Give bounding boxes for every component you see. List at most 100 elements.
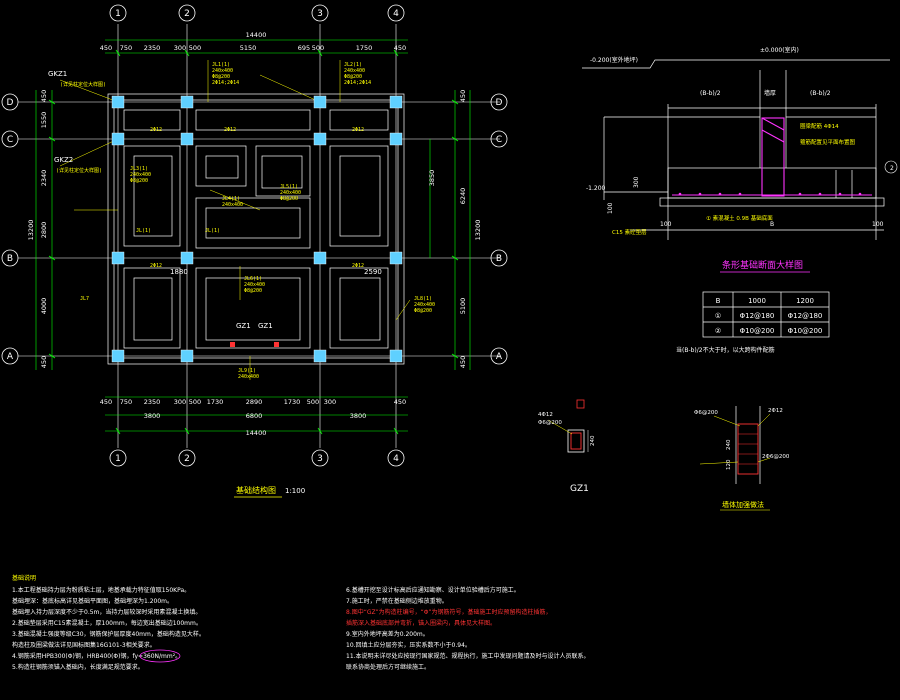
gz1-title: GZ1 [570, 484, 589, 494]
gz1-label-b: GZ1 [258, 322, 273, 330]
foundation-plan: 1 2 3 4 1 2 3 4 D C B A [1, 4, 508, 498]
annot-k2: 2Φ12 [224, 127, 236, 133]
dimension-ticks [48, 49, 459, 435]
axis-label-top-4: 4 [393, 9, 399, 19]
top-dim-9: 1750 [356, 44, 373, 52]
dimension-lines [35, 39, 471, 432]
annot-j1: JL9(1) [238, 368, 256, 374]
section-callout-b: 箍筋配置见平面布置图 [800, 138, 856, 146]
section-label-b: B [770, 221, 774, 228]
plan-scale: 1:100 [285, 487, 305, 495]
wall-dim-a: 240 [726, 439, 732, 450]
note-right-4: 插筋深入基础底部并弯折，锚入圈梁内，具体见大样图。 [346, 619, 496, 627]
gkz2-label: GKZ2 [54, 156, 73, 164]
note-right-7: 11.本说明未详尽处应按现行国家规范、规程执行，施工中发现问题请及时与设计人员联… [346, 652, 590, 660]
gz1-markers [230, 342, 279, 347]
annot-i1: JL8(1) [414, 296, 432, 302]
axis-label-bottom-2: 2 [184, 454, 190, 464]
note-right-3: 8.图中“GZ”为构造柱编号，“Φ”为钢筋符号，基础施工时应预留构造柱插筋， [346, 608, 552, 616]
gz1-dim: 240 [590, 435, 596, 446]
plan-title: 基础结构图 [236, 485, 276, 495]
top-dim-5: 500 [189, 44, 201, 52]
gz1-detail: 4Φ12 Φ6@200 240 GZ1 [538, 399, 596, 494]
annot-g2: 240x400 [244, 282, 265, 288]
bottom-dim-5: 500 [189, 398, 201, 406]
bottom-sub-2: 6800 [246, 412, 263, 420]
foundation-strips [107, 93, 405, 365]
note-revision-cloud [139, 649, 181, 663]
note-left-8: 5.构造柱钢筋须锚入基础内，长度满足规范要求。 [12, 663, 144, 671]
top-dim-4: 300 [174, 44, 186, 52]
axis-label-bottom-4: 4 [393, 454, 399, 464]
bottom-dim-7: 2890 [246, 398, 263, 406]
annot-e3: Φ8@200 [280, 196, 298, 202]
top-dim-7: 695 [298, 44, 310, 52]
annot-b3: Φ8@200 [344, 74, 362, 80]
top-dim-10: 450 [394, 44, 406, 52]
annotation-leaders [59, 60, 411, 380]
section-note-1: ① 素混凝土 0.9B 基础底面 [706, 214, 773, 222]
table-row2-key: ② [715, 327, 721, 335]
wall-detail: Φ6@200 2Φ12 240 120 2Φ6@200 墙体加强做法 [694, 406, 790, 511]
annot-b4: 2Φ14;2Φ14 [344, 80, 371, 86]
note-right-5: 9.室内外地坪高差为0.200m。 [346, 630, 429, 638]
annot-k1: 2Φ12 [150, 127, 162, 133]
note-left-3: 基础埋入持力层深度不少于0.5m，当持力层较深时采用素混凝土换填。 [12, 608, 201, 616]
axis-label-bottom-3: 3 [317, 454, 323, 464]
notes-heading: 基础说明 [12, 574, 36, 582]
axis-label-right-D: D [496, 98, 503, 108]
note-right-6: 10.回填土应分层夯实，压实系数不小于0.94。 [346, 641, 471, 649]
inner-dim-1: 1880 [170, 268, 188, 276]
gz1-label-a: GZ1 [236, 322, 251, 330]
annot-d1: JL4(1) [222, 196, 240, 202]
axis-label-left-C: C [7, 135, 13, 145]
column-markers [111, 95, 403, 363]
note-left-7: 4.钢筋采用HPB300(Φ)钢，HRB400(Φ)钢，fy=360N/mm²。 [12, 652, 181, 660]
table-footnote: 当(B-b)/2不大于时，以大跨构件配筋 [676, 346, 775, 354]
section-dim-300: 300 [633, 176, 640, 188]
annot-k4: 2Φ12 [150, 263, 162, 269]
axis-label-bottom-1: 1 [115, 454, 121, 464]
table-header-b: B [716, 297, 721, 305]
left-dim-1: 450 [40, 90, 48, 102]
axis-bubbles-bottom [109, 449, 405, 467]
right-dim-total: 13200 [474, 220, 482, 241]
note-left-2: 基础埋深：基底标高详见基础平面图，基础埋深为1.200m。 [12, 597, 173, 605]
axis-label-left-A: A [7, 352, 14, 362]
annot-f2: JL(1) [205, 228, 220, 234]
bottom-dim-total: 14400 [246, 429, 267, 437]
annot-e2: 240x400 [280, 190, 301, 196]
annot-a3: Φ8@200 [212, 74, 230, 80]
bottom-sub-3: 3800 [350, 412, 367, 420]
note-left-4: 2.基础垫层采用C15素混凝土，厚100mm，每边宽出基础边100mm。 [12, 619, 202, 627]
wall-rebar-b: 2Φ12 [768, 408, 783, 414]
section-title: 条形基础断面大样图 [722, 259, 803, 271]
top-dim-2: 750 [120, 44, 132, 52]
bottom-dim-9: 500 [307, 398, 319, 406]
bottom-dim-1: 450 [100, 398, 112, 406]
right-dim-2: 3850 [428, 170, 436, 187]
section-wall: 墙厚 [764, 89, 776, 97]
table-row2-c1: Φ10@200 [740, 327, 775, 335]
wall-note: 2Φ6@200 [762, 454, 790, 460]
annot-a4: 2Φ14;2Φ14 [212, 80, 239, 86]
right-dim-4: 5100 [459, 298, 467, 315]
right-dim-3: 6240 [459, 188, 467, 205]
table-header-1000: 1000 [748, 297, 766, 305]
wall-dim-b: 120 [726, 459, 732, 470]
section-dim-100: 100 [607, 202, 614, 214]
annot-g1: JL6(1) [244, 276, 262, 282]
wall-title: 墙体加强做法 [722, 500, 764, 509]
gkz1-label: GKZ1 [48, 70, 67, 78]
note-right-1: 6.基槽开挖至设计标高后应通知勘察、设计单位验槽后方可施工。 [346, 586, 520, 594]
notes-left: 基础说明 1.本工程基础持力层为粉质粘土层，地基承载力特征值取150KPa。 基… [12, 574, 205, 671]
right-dim-5: 450 [459, 356, 467, 368]
left-dim-total: 13200 [27, 220, 35, 241]
bottom-sub-1: 3800 [144, 412, 161, 420]
table-row2-c2: Φ10@200 [788, 327, 823, 335]
note-right-8: 联系协商处理后方可继续施工。 [346, 663, 430, 671]
axis-label-right-B: B [496, 254, 502, 264]
axis-bubbles-left [1, 93, 19, 365]
annot-gkz1-note: (详见柱定位大样图) [60, 81, 106, 88]
